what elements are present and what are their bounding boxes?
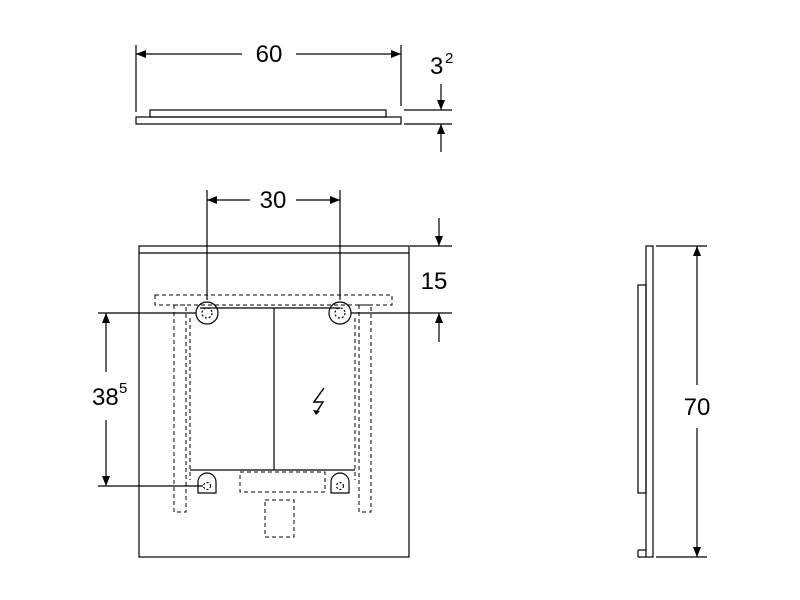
top-thickness-sup: 2: [445, 50, 453, 67]
mount-hole-top-right: [328, 301, 352, 325]
hole-spacing-label: 30: [260, 187, 287, 214]
hidden-right-outer-leg: [358, 304, 372, 513]
mount-slot-bottom-left: [197, 472, 217, 494]
side-mount: [637, 284, 647, 494]
top-view-inner-plate: [149, 109, 387, 118]
front-view: [98, 190, 452, 558]
top-view: [135, 45, 452, 152]
top-view-plate: [135, 116, 402, 125]
vertical-spacing-label: 38: [92, 384, 119, 411]
top-thickness-label: 3: [430, 53, 443, 80]
hidden-bottom-bracket: [239, 471, 326, 493]
top-width-label: 60: [256, 41, 283, 68]
lightning-bolt-icon: [312, 387, 325, 414]
mount-slot-bottom-right: [330, 472, 350, 494]
hidden-left-outer-leg: [173, 304, 187, 513]
hidden-bottom-socket: [264, 499, 295, 538]
hidden-frame: [154, 294, 393, 538]
mount-hole-top-left: [195, 301, 219, 325]
vertical-spacing-sup: 5: [119, 380, 127, 397]
top-offset-label: 15: [421, 268, 448, 295]
front-panel: [138, 245, 410, 558]
hidden-top-rail: [154, 294, 393, 306]
side-view: [637, 245, 707, 558]
side-panel: [645, 245, 654, 558]
side-height-label: 70: [684, 394, 711, 421]
